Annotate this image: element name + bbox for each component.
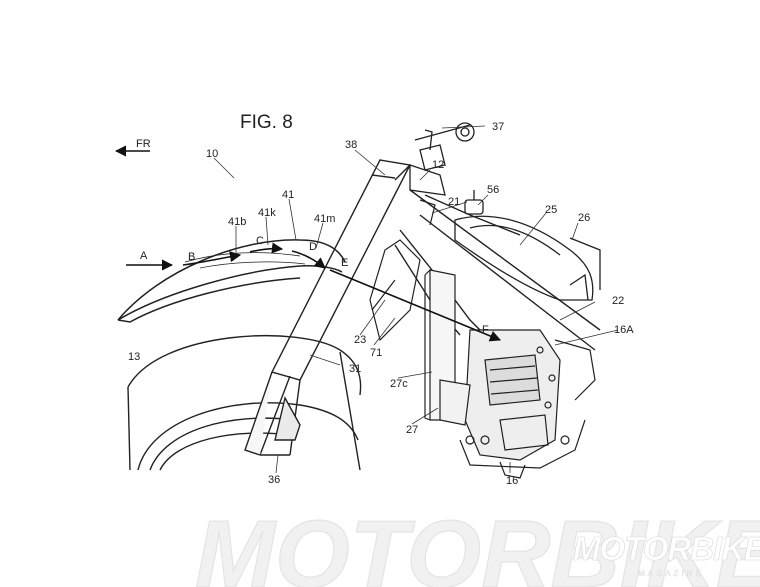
label-22: 22 [612, 295, 624, 307]
label-37: 37 [492, 121, 504, 133]
label-12: 12 [432, 159, 444, 171]
label-41b: 41b [228, 216, 246, 228]
brand-logo: MOTORBIKE [573, 530, 760, 567]
fuel-tank [454, 190, 601, 301]
label-13: 13 [128, 351, 140, 363]
label-26: 26 [578, 212, 590, 224]
airflow-label-f: F [482, 324, 489, 336]
steering-head [409, 122, 475, 196]
label-71: 71 [370, 347, 382, 359]
label-10: 10 [206, 148, 218, 160]
label-23: 23 [354, 334, 366, 346]
label-25: 25 [545, 204, 557, 216]
label-16a: 16A [614, 324, 634, 336]
front-wheel [127, 334, 362, 471]
airflow-label-d: D [309, 241, 317, 253]
front-fender [117, 239, 346, 323]
airflow-label-a: A [140, 250, 148, 262]
airflow-arrow-e [329, 269, 502, 342]
airflow-label-c: C [256, 235, 264, 247]
watermark-text: MOTORBIKE [195, 501, 760, 587]
label-41: 41 [282, 189, 294, 201]
engine [439, 329, 596, 479]
airflow-arrows [114, 145, 502, 342]
brand-logo-sub: MAGAZINE [638, 569, 704, 578]
airflow-arrow-d [291, 250, 326, 269]
airflow-arrow-b [182, 251, 242, 266]
label-21: 21 [448, 196, 460, 208]
label-41k: 41k [258, 207, 276, 219]
label-38: 38 [345, 139, 357, 151]
label-27c: 27c [390, 378, 408, 390]
main-frame [394, 189, 601, 351]
airflow-label-b: B [188, 251, 195, 263]
label-36: 36 [268, 474, 280, 486]
label-16: 16 [506, 475, 518, 487]
direction-label-fr: FR [136, 138, 151, 150]
airflow-label-e: E [341, 257, 348, 269]
leader-lines [213, 125, 619, 474]
label-41m: 41m [314, 213, 335, 225]
label-56: 56 [487, 184, 499, 196]
label-27: 27 [406, 424, 418, 436]
label-31: 31 [349, 363, 361, 375]
airflow-arrow-c [249, 242, 284, 254]
figure-title: FIG. 8 [240, 112, 293, 133]
front-fork [244, 159, 412, 456]
